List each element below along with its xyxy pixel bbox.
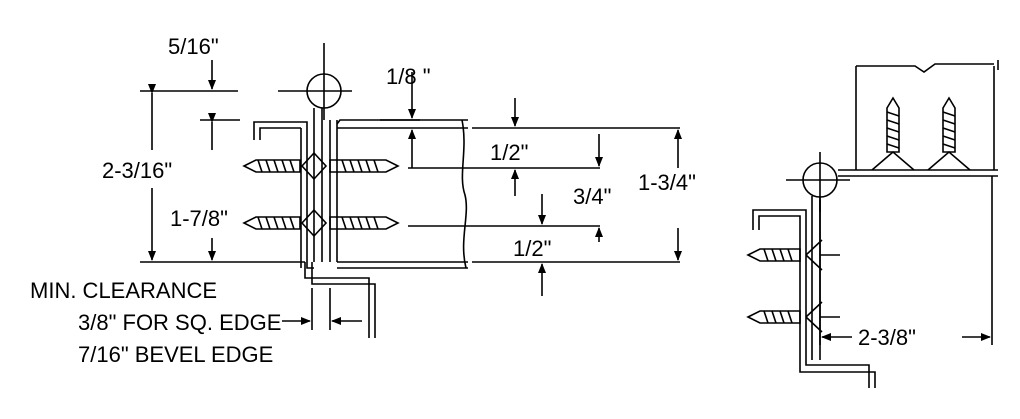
screws-vertical-right: [871, 96, 971, 171]
screw-lower-left: [242, 208, 400, 238]
pivot-center-mark-left: [278, 43, 352, 120]
dim-label-half-top: 1/2": [490, 140, 528, 165]
frame-profile-left: [253, 121, 376, 338]
pivot-center-mark-right: [786, 152, 850, 212]
screws-horizontal-right: [746, 239, 840, 333]
hinge-leaves-right: [811, 196, 821, 360]
clearance-note-line3: 7/16" BEVEL EDGE: [78, 342, 273, 367]
frame-profile-right: [752, 209, 876, 388]
door-section-right: [838, 60, 999, 177]
dim-label-1-3-4: 1-3/4": [638, 170, 696, 195]
dimension-lines-right: [819, 176, 993, 345]
clearance-note-line1: MIN. CLEARANCE: [30, 278, 217, 303]
dim-label-1-7-8: 1-7/8": [170, 206, 228, 231]
dim-label-3-4: 3/4": [573, 184, 611, 209]
screw-upper-left: [242, 151, 400, 181]
hinge-leaves-left: [313, 108, 338, 262]
dim-label-2-3-8: 2-3/8": [858, 325, 916, 350]
clearance-note-line2: 3/8" FOR SQ. EDGE: [78, 310, 281, 335]
dim-label-1-8: 1/8 ": [386, 64, 431, 89]
dimension-lines-left: [140, 60, 682, 330]
dim-label-5-16: 5/16": [168, 34, 219, 59]
dim-label-2-3-16: 2-3/16": [102, 158, 172, 183]
door-outline-left: [336, 119, 680, 269]
dim-label-half-bottom: 1/2": [513, 236, 551, 261]
